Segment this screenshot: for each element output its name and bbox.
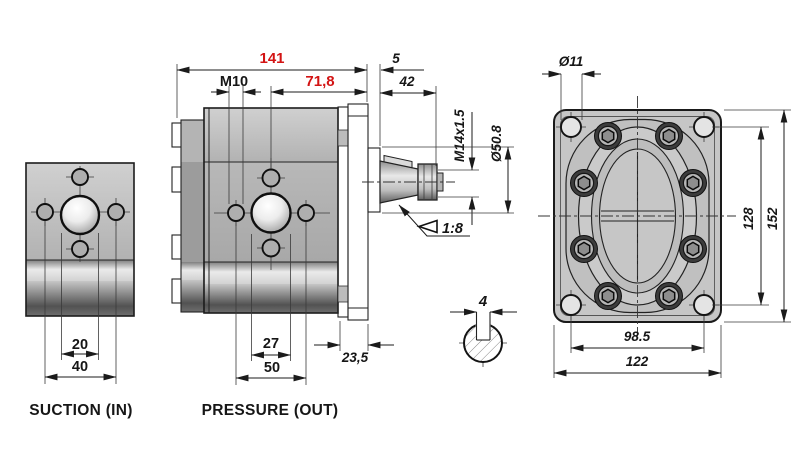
dim-spigot-length: 5 (392, 51, 400, 66)
key-detail: 4 (450, 293, 517, 367)
dim-thread-m10: M10 (220, 74, 248, 90)
suction-label: SUCTION (IN) (29, 402, 132, 419)
taper-symbol-icon (416, 219, 438, 234)
pressure-port (250, 192, 292, 234)
dim-holes-40: 40 (72, 359, 88, 375)
dim-shaft-thread: M14x1.5 (452, 109, 467, 162)
rear-strip-mid (181, 162, 204, 262)
dim-23-5: 23,5 (314, 321, 394, 365)
rear-strip-top (181, 120, 204, 162)
pump-body-shine (204, 262, 338, 284)
suction-bolt-hole-top (71, 168, 89, 186)
keyway-slot-mask (475, 314, 491, 340)
dim-50: 50 (235, 222, 307, 385)
corner-hole-tl (560, 116, 582, 138)
corner-hole-tr (693, 116, 715, 138)
dim-5: 5 (379, 51, 424, 146)
hex-bolt-4 (678, 168, 708, 198)
dim-hole-diameter: Ø11 (559, 54, 584, 69)
hex-bolt-7 (593, 281, 623, 311)
hex-bolt-1 (593, 121, 623, 151)
suction-body-outline (25, 162, 135, 317)
mount-flange (347, 103, 369, 321)
flange-view: Ø11 128 152 98.5 122 (538, 54, 791, 378)
pressure-label: PRESSURE (OUT) (202, 402, 339, 419)
dim-71-8: 71,8 (270, 73, 368, 168)
dim-port-20: 20 (72, 337, 88, 353)
dim-42: 42 (379, 74, 437, 166)
taper-ratio: 1:8 (442, 221, 464, 237)
dim-flange-thickness: 23,5 (341, 350, 369, 365)
pressure-bolt-hole-bottom (261, 238, 281, 258)
pilot-spigot (367, 147, 381, 213)
dim-m14: M14x1.5 (438, 109, 479, 225)
dim-hole-hspacing: 98.5 (624, 329, 651, 344)
dim-128: 128 (712, 126, 769, 306)
dim-total-length: 141 (259, 50, 284, 67)
dim-122: 122 (553, 325, 722, 378)
suction-dim-40: 40 (44, 221, 117, 384)
dim-key-width: 4 (478, 293, 488, 310)
suction-body-bottom (26, 281, 134, 316)
suction-bolt-hole-left (36, 203, 54, 221)
dim-port-to-face: 71,8 (305, 73, 334, 90)
corner-hole-br (693, 294, 715, 316)
hex-bolt-3 (569, 168, 599, 198)
suction-port (59, 194, 101, 236)
cover-notch-top (337, 129, 349, 147)
pressure-view: 141 5 M10 71,8 42 (171, 50, 514, 419)
corner-holes (556, 112, 719, 320)
suction-body-shine (26, 260, 134, 281)
rear-strip-shine (181, 262, 204, 280)
pressure-bolt-hole-top (261, 168, 281, 188)
hex-bolt-8 (654, 281, 684, 311)
suction-bolt-hole-bottom (71, 240, 89, 258)
rear-strip-bottom (181, 280, 204, 312)
dim-27: 27 (250, 234, 292, 361)
taper-callout: 1:8 (398, 204, 470, 237)
suction-bolt-hole-right (107, 203, 125, 221)
hex-bolt-6 (678, 234, 708, 264)
cover-notch-bottom (337, 285, 349, 303)
pressure-bolt-hole-right (297, 204, 315, 222)
dim-port-diameter: 27 (263, 336, 279, 352)
dim-o11: Ø11 (542, 54, 601, 120)
dim-m10: M10 (211, 74, 261, 204)
dim-141: 141 (176, 50, 368, 118)
pump-body-bottom (204, 284, 338, 313)
suction-view: 20 40 SUCTION (IN) (25, 162, 135, 419)
dim-hole-vspacing: 128 (741, 207, 756, 230)
dim-4: 4 (450, 293, 517, 316)
hex-bolt-2 (654, 121, 684, 151)
dim-port-holes: 50 (264, 360, 280, 376)
dim-width: 122 (626, 354, 649, 369)
corner-hole-bl (560, 294, 582, 316)
dim-shaft-length: 42 (398, 74, 415, 89)
hex-bolt-5 (569, 234, 599, 264)
dim-pilot-diameter: Ø50.8 (489, 125, 504, 162)
dim-98-5: 98.5 (570, 316, 705, 353)
dim-height: 152 (765, 207, 780, 230)
pressure-bolt-hole-left (227, 204, 245, 222)
suction-dim-20: 20 (60, 233, 100, 360)
dim-152: 152 (724, 109, 791, 323)
